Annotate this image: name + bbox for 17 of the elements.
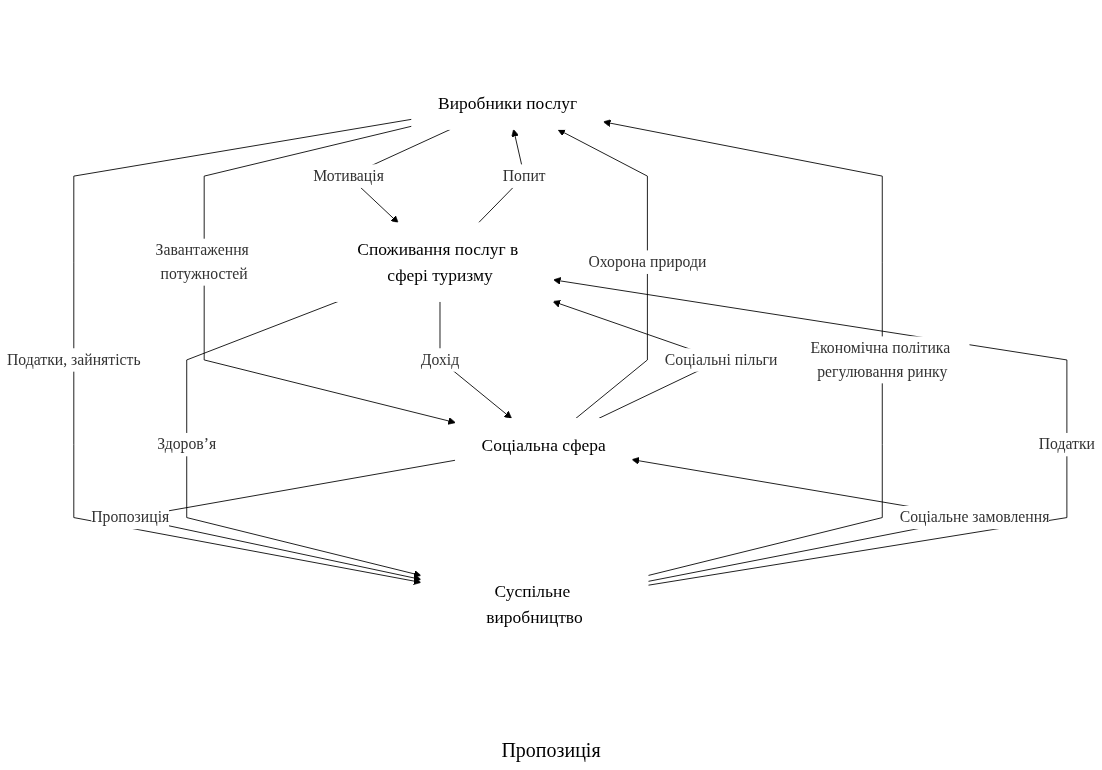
edge-label: Економічна політика регулювання ринку: [810, 339, 951, 381]
edge-label: Соціальні пільги: [664, 350, 778, 369]
edge-label: Завантаження потужностей: [155, 241, 249, 283]
edge-label: Податки: [1038, 435, 1095, 453]
edge-label: Мотивація: [313, 166, 384, 185]
edge-label: Дохід: [420, 350, 460, 369]
edge-label: Пропозиція: [91, 508, 170, 526]
node-text: Суспільне виробництво: [486, 580, 583, 627]
edge-label: Попит: [502, 166, 546, 185]
node-text: Споживання послуг в сфері туризму: [357, 239, 519, 285]
edge-label: Охорона природи: [588, 253, 707, 271]
edge-label: Здоров’я: [157, 435, 217, 453]
node-text: Соціальна сфера: [481, 435, 606, 455]
edge-label: Податки, зайнятість: [7, 350, 141, 369]
node-text: Виробники послуг: [438, 93, 578, 113]
edge-label: Соціальне замовлення: [899, 508, 1050, 526]
note-text: Пропозиція: [501, 739, 601, 761]
